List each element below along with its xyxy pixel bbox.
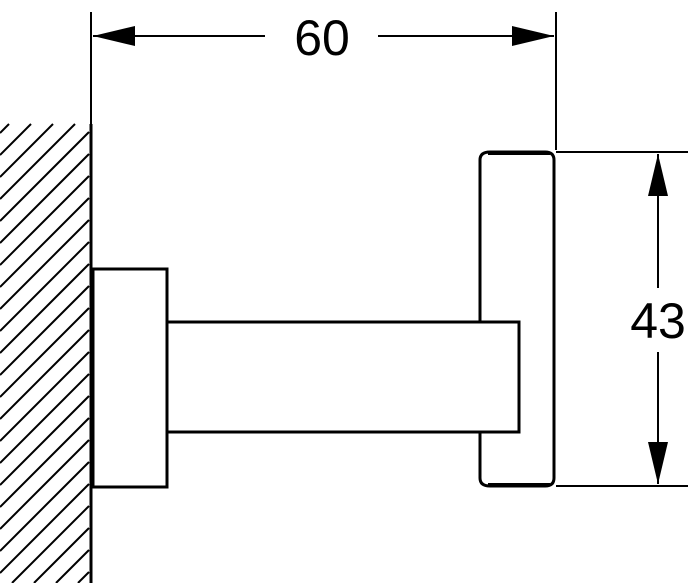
hatch-line xyxy=(0,123,76,200)
hatch-line xyxy=(55,549,90,583)
hatch-line xyxy=(0,123,32,156)
hatch-line xyxy=(0,417,90,508)
height-arrow-bottom xyxy=(648,442,668,484)
hatch-line xyxy=(0,241,90,332)
hatch-line xyxy=(0,461,90,552)
hatch-line xyxy=(77,571,90,583)
hatch-line xyxy=(11,505,90,583)
height-arrow-top xyxy=(648,154,668,196)
height-dimension: 43 xyxy=(630,154,686,484)
hatch-line xyxy=(0,197,90,288)
hatch-line xyxy=(0,307,90,398)
hatch-line xyxy=(0,123,54,178)
hatch-line xyxy=(33,527,90,583)
hatch-line xyxy=(0,439,90,530)
height-label: 43 xyxy=(630,293,686,349)
hatch-line xyxy=(0,219,90,310)
mounting-plate xyxy=(91,267,169,489)
width-label: 60 xyxy=(294,10,350,66)
hook-end xyxy=(478,150,556,488)
hatch-line xyxy=(0,373,90,464)
hatch-line xyxy=(0,351,90,442)
hatch-line xyxy=(0,175,90,266)
hatch-line xyxy=(0,395,90,486)
hatch-line xyxy=(0,285,90,376)
width-arrow-left xyxy=(93,26,135,46)
hatch-line xyxy=(0,153,90,244)
hatch-line xyxy=(0,263,90,354)
hatch-line xyxy=(0,483,90,574)
width-dimension: 60 xyxy=(93,10,554,66)
hatch-line xyxy=(0,329,90,420)
hook-arm xyxy=(165,320,521,434)
hatch-line xyxy=(0,131,90,222)
hatch-line xyxy=(0,123,10,134)
width-arrow-right xyxy=(512,26,554,46)
wall-hatching xyxy=(0,123,90,583)
